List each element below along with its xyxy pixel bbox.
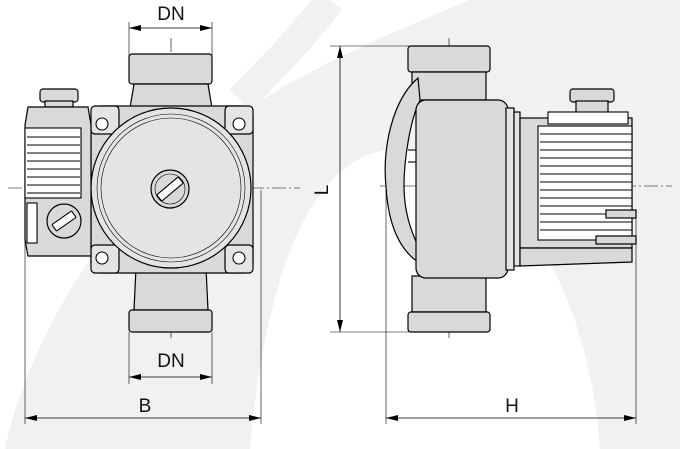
connector-tab <box>605 209 637 219</box>
motor-face-ring <box>96 113 246 263</box>
side-bottom-neck <box>411 275 487 313</box>
motor-fins-panel <box>537 125 633 241</box>
side-top-neck <box>411 71 487 101</box>
bolt-hole <box>232 117 246 131</box>
side-cable-gland <box>569 88 615 103</box>
terminal-fins-panel <box>24 127 82 199</box>
vent-plug-slot <box>156 176 184 202</box>
bolt-hole <box>95 251 109 265</box>
dn-bottom-label: DN <box>157 351 184 372</box>
side-bottom-flange <box>407 311 491 333</box>
b-label: B <box>139 396 152 417</box>
side-view: L H <box>312 38 672 424</box>
terminal-cover <box>547 111 629 125</box>
cable-gland <box>39 88 79 103</box>
bottom-flange <box>128 309 213 333</box>
front-view: DN DN B <box>8 4 300 424</box>
top-flange <box>128 53 213 85</box>
connector-tab <box>595 235 637 245</box>
flange-ring <box>505 107 515 271</box>
dn-top-label: DN <box>157 4 184 25</box>
cable-gland-neck <box>44 100 74 108</box>
flange-ring <box>513 111 521 267</box>
side-pump-body <box>415 99 509 279</box>
h-label: H <box>505 396 519 417</box>
motor-face-ring <box>100 117 242 259</box>
terminal-clip <box>26 202 38 244</box>
bottom-neck <box>133 267 209 311</box>
top-neck <box>129 83 213 109</box>
bolt-hole <box>232 251 246 265</box>
vent-plug-ring <box>154 173 186 205</box>
side-top-flange <box>407 45 491 73</box>
motor-skirt <box>519 247 633 267</box>
bolt-hole <box>95 117 109 131</box>
speed-selector-slot <box>51 210 77 232</box>
l-label: L <box>312 185 333 196</box>
